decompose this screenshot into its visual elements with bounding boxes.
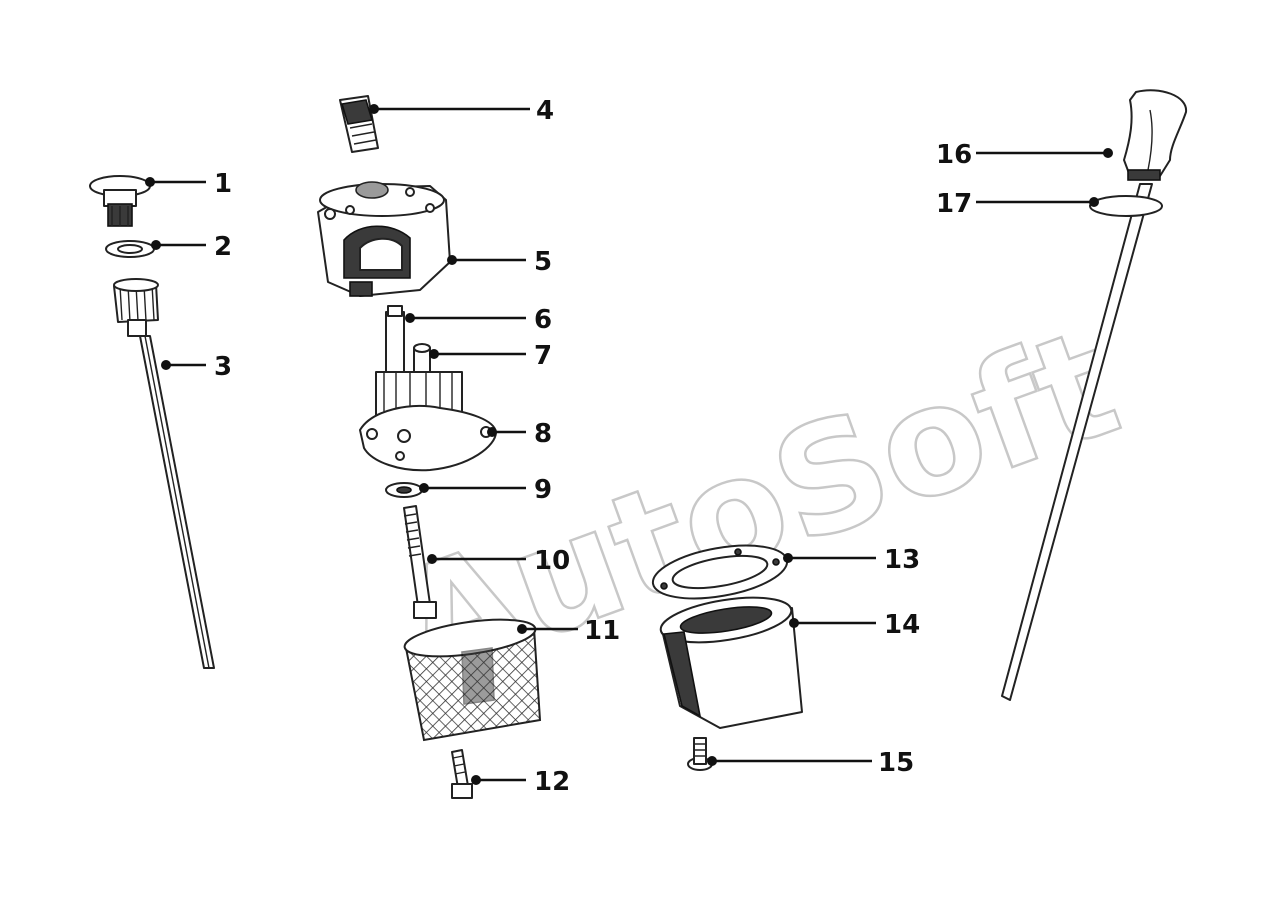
callout-1: 1 [145, 169, 232, 199]
callout-11: 11 [517, 616, 620, 646]
callout-15-label: 15 [878, 748, 914, 778]
part-4-sleeve [339, 95, 379, 153]
callout-12: 12 [471, 767, 570, 797]
callout-17: 17 [936, 189, 1099, 219]
callout-16-label: 16 [936, 140, 972, 170]
callout-6-label: 6 [534, 305, 552, 335]
callout-1-label: 1 [214, 169, 232, 199]
part-3-drive-shaft [113, 278, 215, 669]
callout-3: 3 [161, 352, 232, 382]
part-14-filter-housing [659, 596, 803, 729]
callout-17-label: 17 [936, 189, 972, 219]
callout-14-label: 14 [884, 610, 920, 640]
part-8-pump-cover [359, 371, 497, 472]
callout-2-label: 2 [214, 232, 232, 262]
part-9-washer [385, 482, 423, 498]
callout-14: 14 [789, 610, 920, 640]
part-5-pump-housing [317, 181, 451, 297]
part-12-screw [451, 749, 473, 799]
callout-8-label: 8 [534, 419, 552, 449]
callout-12-label: 12 [534, 767, 570, 797]
callout-10-label: 10 [534, 546, 570, 576]
callout-5: 5 [447, 247, 552, 277]
callout-7-label: 7 [534, 341, 552, 371]
callout-11-label: 11 [584, 616, 620, 646]
callout-9-label: 9 [534, 475, 552, 505]
callout-2: 2 [151, 232, 232, 262]
part-10-bolt [403, 505, 437, 619]
callout-5-label: 5 [534, 247, 552, 277]
callout-9: 9 [419, 475, 552, 505]
part-17-o-ring [1089, 195, 1163, 217]
callout-4-label: 4 [536, 96, 554, 126]
callout-13-label: 13 [884, 545, 920, 575]
part-16-dipstick [1001, 89, 1188, 701]
part-2-washer [105, 240, 155, 258]
callout-15: 15 [707, 748, 914, 778]
callout-8: 8 [487, 419, 552, 449]
part-1-filler-cap [89, 175, 151, 227]
callout-10: 10 [427, 546, 570, 576]
callout-3-label: 3 [214, 352, 232, 382]
callout-6: 6 [405, 305, 552, 335]
part-11-strainer [403, 618, 542, 742]
part-15-screw [687, 737, 713, 771]
callout-13: 13 [783, 545, 920, 575]
callout-4: 4 [369, 96, 554, 126]
callout-16: 16 [936, 140, 1113, 170]
callout-7: 7 [429, 341, 552, 371]
